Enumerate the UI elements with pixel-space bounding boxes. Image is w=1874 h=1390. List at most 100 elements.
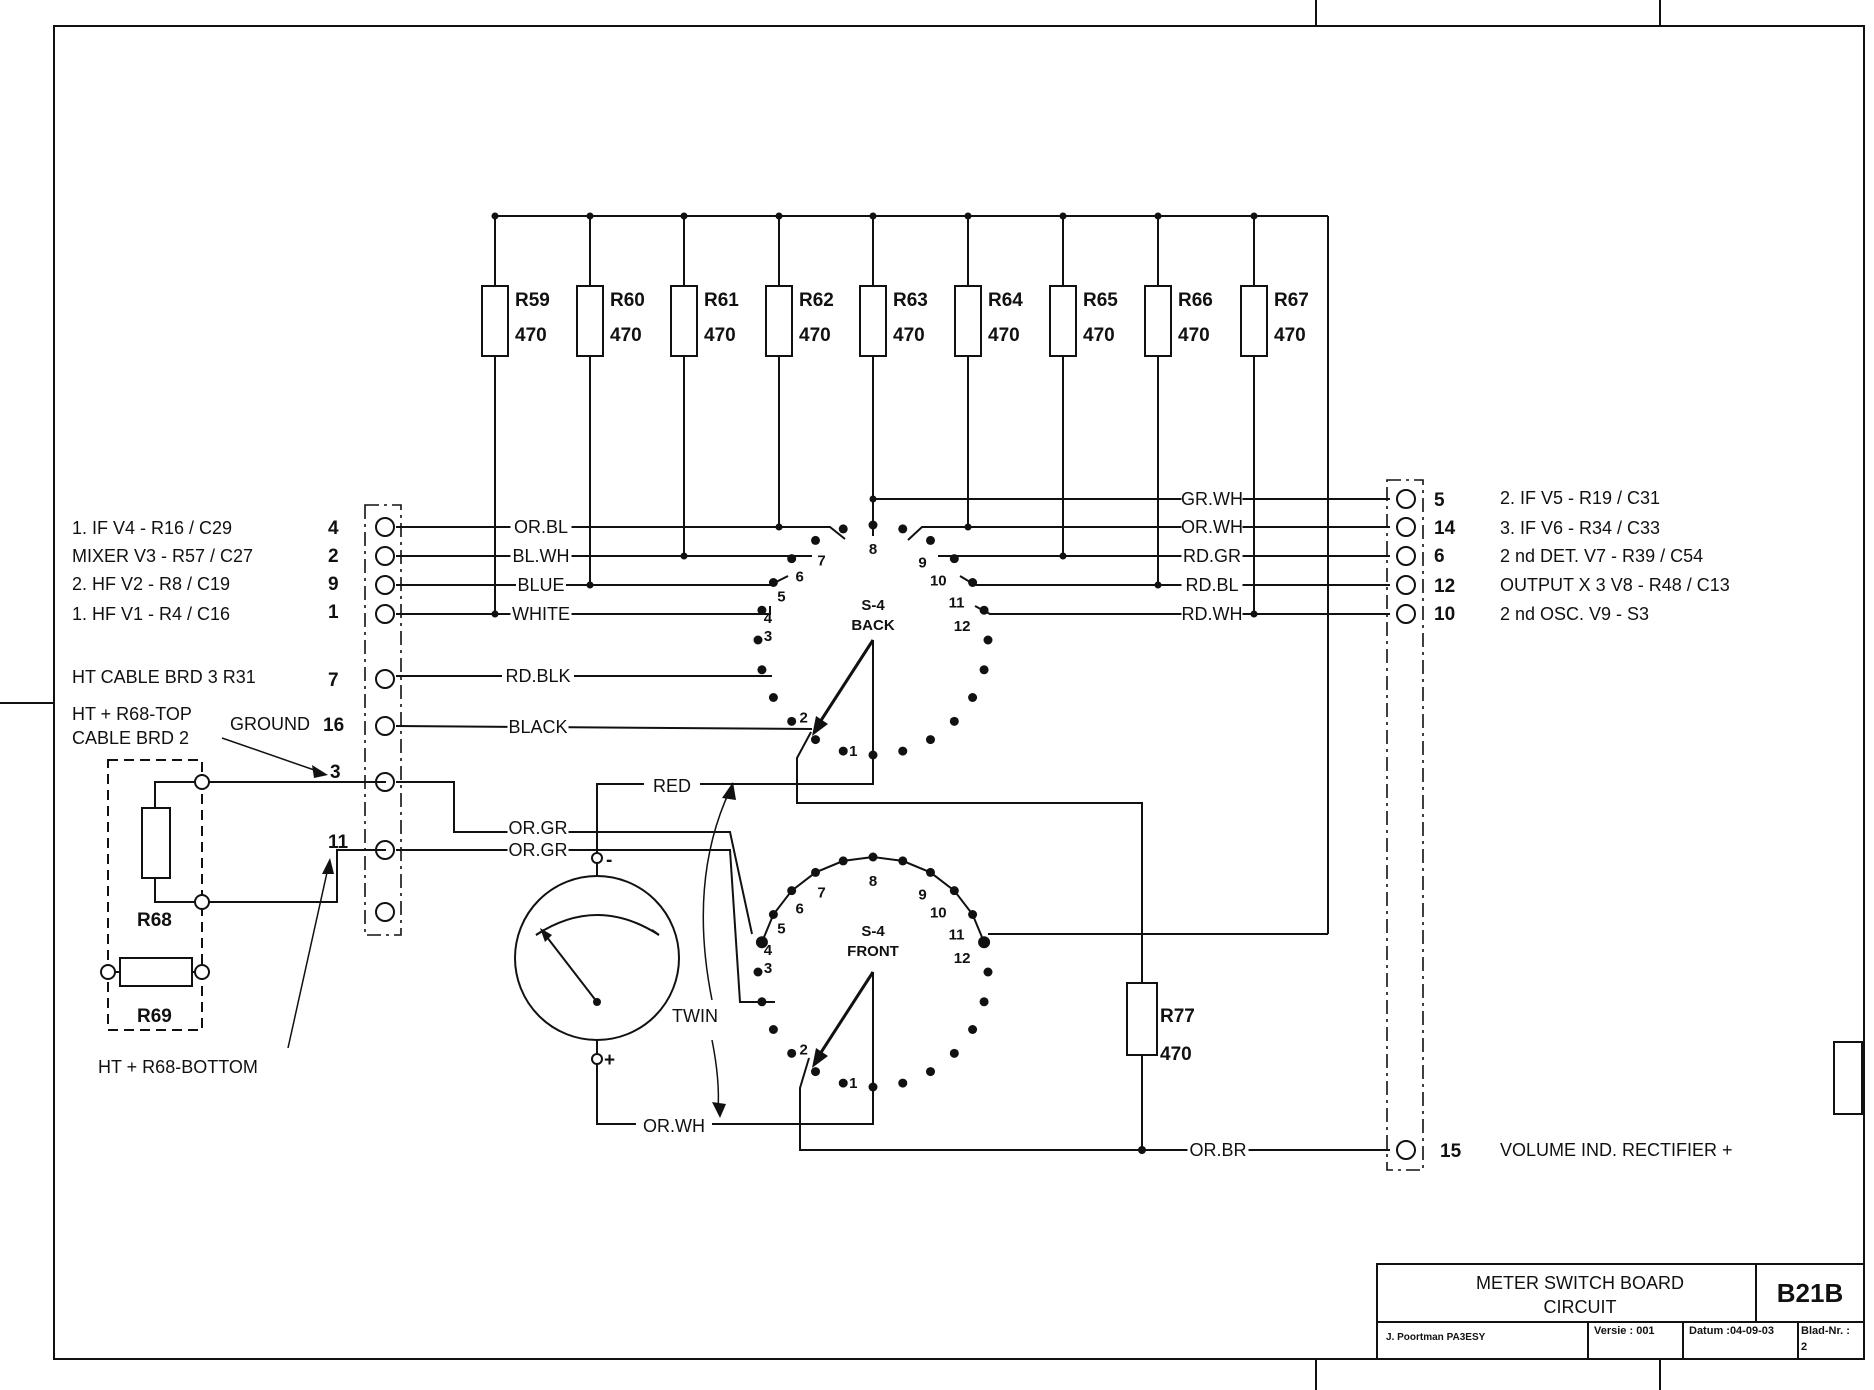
contact-number: 9 [918,886,926,903]
ht-bottom-arrowhead [322,858,334,874]
wafer-contact [968,693,978,702]
resistor-r77 [1126,982,1158,1056]
contact-number: 6 [796,901,804,918]
front-wiper-arm [818,971,875,1055]
connector-terminal [375,575,395,595]
left-label-1: 1. IF V4 - R16 / C29 [72,518,232,538]
right-pin-1: 5 [1434,490,1445,511]
wire-label: OR.GR [508,818,567,838]
wire-label-bg [1181,546,1243,566]
wire-black [395,725,813,730]
ht-top-label-1: HT + R68-TOP [72,704,192,724]
contact-number: 1 [849,743,857,760]
resistor-value: 470 [1083,325,1115,346]
twin-arrowhead-up [722,782,736,800]
junction [1138,1146,1146,1154]
wafer-contact [757,665,767,675]
resistor-r60 [576,285,604,357]
resistor-name: R63 [893,290,928,311]
wire-red [596,750,874,858]
junction [586,212,594,220]
junction [869,212,877,220]
wafer-contact [811,735,820,745]
meter-plus: + [604,1050,615,1071]
switch-back-sub: BACK [851,617,894,634]
wafer-contact [757,605,767,615]
left-pin-11: 11 [328,832,349,853]
resistor-name: R67 [1274,290,1309,311]
resistor-value: 470 [704,325,736,346]
resistor-name: R59 [515,290,550,311]
r68-label: R68 [137,910,172,931]
right-label-4: OUTPUT X 3 V8 - R48 / C13 [1500,575,1730,595]
wire-label-bg [1181,575,1243,595]
wire-or-gr-1 [396,781,753,935]
wire-label: BLACK [508,717,567,737]
resistor-value: 470 [1178,325,1210,346]
resistor-r69 [119,957,193,987]
switch-front-name: S-4 [861,923,885,940]
left-pin-5: 7 [328,670,339,691]
resistor-value: 470 [610,325,642,346]
junction [1154,212,1162,220]
left-label-3: 2. HF V2 - R8 / C19 [72,574,230,594]
wafer-contact [978,936,991,949]
resistor-r63 [859,285,887,357]
meter-tick-r [651,929,660,936]
right-label-2: 3. IF V6 - R34 / C33 [1500,518,1660,538]
resistor-value: 470 [799,325,831,346]
resistor-r66 [1144,285,1172,357]
junction [964,212,972,220]
wafer-contact [755,936,768,949]
wire-label-bg [507,818,569,838]
meter-terminal-plus [591,1053,603,1065]
back-wiper-arm [818,639,875,723]
wafer-contact [838,1078,848,1088]
meter-red-label: RED [653,776,691,796]
meter-needle-tip [540,928,552,942]
twin-label: TWIN [672,1006,718,1026]
contact-number: 12 [954,950,971,967]
wafer-contact [768,578,778,587]
connector-terminal [375,604,395,624]
resistor-name: R66 [1178,290,1213,311]
r68-terminal-bottom [194,894,210,910]
r69-label: R69 [137,1006,172,1027]
r77-value: 470 [1160,1044,1192,1065]
meter-terminal-minus [591,852,603,864]
wire-label: BLUE [517,575,564,595]
connector-terminal [1396,575,1416,595]
wafer-contact [926,735,935,745]
connector-terminal [375,546,395,566]
resistor-r59 [481,285,509,357]
junction [1250,212,1258,220]
wafer-contact [949,554,959,564]
right-pin-3: 6 [1434,546,1445,567]
junction [491,212,499,220]
left-label-ground: GROUND [230,714,310,734]
r68-terminal-top [194,774,210,790]
datum: Datum :04-09-03 [1689,1325,1774,1337]
resistor-r64 [954,285,982,357]
wafer-contact [949,1048,959,1058]
contact-number: 2 [800,709,808,726]
wire-label-bg [1181,489,1243,509]
right-pin-4: 12 [1434,576,1455,597]
wire-label-bg [510,604,572,624]
resistor-value: 470 [988,325,1020,346]
left-pin-2: 2 [328,546,339,567]
contact-number: 3 [764,960,772,977]
contact-number: 6 [796,569,804,586]
wire-label: BL.WH [512,546,569,566]
contact-number: 4 [764,610,773,627]
ht-top-leader [221,737,321,773]
volume-pin: 15 [1440,1141,1462,1162]
wafer-contact [753,967,763,977]
wire-r68-bottom [154,849,386,903]
connector-terminal [375,716,395,736]
r69-terminal-r [194,964,210,980]
wire-label-bg [1181,604,1243,624]
contact-number: 10 [930,905,947,922]
resistor-r62 [765,285,793,357]
